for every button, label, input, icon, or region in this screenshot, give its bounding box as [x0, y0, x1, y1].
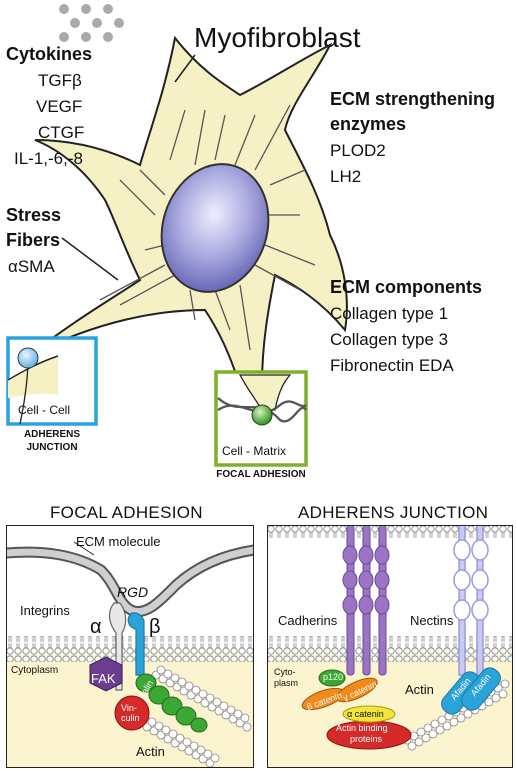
alpha-catenin-label: α catenin [347, 709, 384, 719]
cytokine-dots [59, 4, 124, 42]
cytokine-item: VEGF [36, 97, 83, 116]
focal-adhesion-ball [251, 404, 273, 426]
alpha-catenin [342, 705, 396, 723]
vinculin-label-2: culin [121, 713, 140, 723]
integrin-alpha-label: α [90, 616, 102, 638]
actin-binding-label-1: Actin binding [336, 723, 388, 733]
cytokines-heading: Cytokines [6, 44, 93, 64]
actin-label-fa: Actin [136, 744, 165, 759]
cytoplasm-label: Cytoplasm [11, 665, 59, 676]
ecm-enzymes-heading-2: enzymes [330, 114, 407, 134]
stress-fibers-heading-1: Stress [6, 205, 62, 225]
cell-membrane [6, 636, 254, 662]
ecm-component-item: Collagen type 1 [330, 304, 449, 323]
adherens-junction-caption-2: JUNCTION [26, 442, 78, 453]
stress-fibers [99, 104, 316, 351]
nucleus [160, 163, 270, 293]
vinculin [114, 695, 150, 731]
cytoplasm-label-1: Cyto- [274, 667, 296, 677]
cytokine-item: IL-1,-6,-8 [14, 149, 83, 168]
integrin-beta-label: β [149, 616, 161, 638]
ecm-enzymes-heading-1: ECM strengthening [330, 89, 495, 109]
fak [89, 656, 123, 692]
fak-label: FAK [91, 671, 116, 686]
ecm-component-item: Fibronectin EDA [330, 356, 454, 375]
cytokine-item: TGFβ [38, 71, 82, 90]
actin-binding-label-2: proteins [350, 734, 383, 744]
myofibroblast-leader [174, 54, 196, 83]
focal-adhesion-caption: FOCAL ADHESION [216, 469, 306, 480]
adherens-junction-ball [17, 347, 39, 369]
integrin-beta [127, 612, 145, 676]
cell-cell-label: Cell - Cell [18, 403, 71, 417]
stress-fibers-item: αSMA [8, 257, 55, 276]
stress-fibers-heading-2: Fibers [6, 230, 61, 250]
gamma-catenin [336, 677, 378, 703]
ecm-molecule-label: ECM molecule [76, 534, 161, 549]
ecm-enzyme-item: LH2 [330, 167, 362, 186]
p120-label: p120 [323, 672, 344, 682]
adherens-junction-title: ADHERENS JUNCTION [298, 503, 489, 522]
talin [135, 673, 208, 733]
focal-adhesion-title: FOCAL ADHESION [50, 503, 203, 522]
ecm-fiber-twisted [217, 397, 307, 423]
cell-membrane [267, 636, 513, 662]
vinculin-label-1: Vin- [121, 703, 137, 713]
stress-fibers-leader [61, 237, 119, 281]
ecm-enzyme-item: PLOD2 [330, 141, 386, 160]
rgd-label: RGD [117, 584, 149, 600]
adherens-junction-panel [267, 525, 513, 768]
cadherins-label: Cadherins [278, 613, 338, 628]
myofibroblast-title: Myofibroblast [194, 22, 361, 53]
actin-label-aj: Actin [405, 682, 434, 697]
focal-adhesion-panel [6, 525, 254, 768]
ecm-component-item: Collagen type 3 [330, 330, 449, 349]
myofibroblast-illustration [6, 4, 348, 467]
afadin [461, 667, 501, 711]
nectins [453, 525, 489, 676]
p120 [318, 669, 346, 687]
nectins-label: Nectins [410, 613, 454, 628]
ecm-components-heading: ECM components [330, 277, 483, 297]
cytokine-item: CTGF [38, 123, 85, 142]
cell-matrix-label: Cell - Matrix [222, 444, 287, 458]
cytoplasm-label-2: plasm [274, 678, 299, 688]
cadherins [342, 525, 390, 676]
actin-filaments [121, 665, 252, 768]
integrins-label: Integrins [20, 603, 70, 618]
adherens-junction-caption-1: ADHERENS [23, 429, 81, 440]
